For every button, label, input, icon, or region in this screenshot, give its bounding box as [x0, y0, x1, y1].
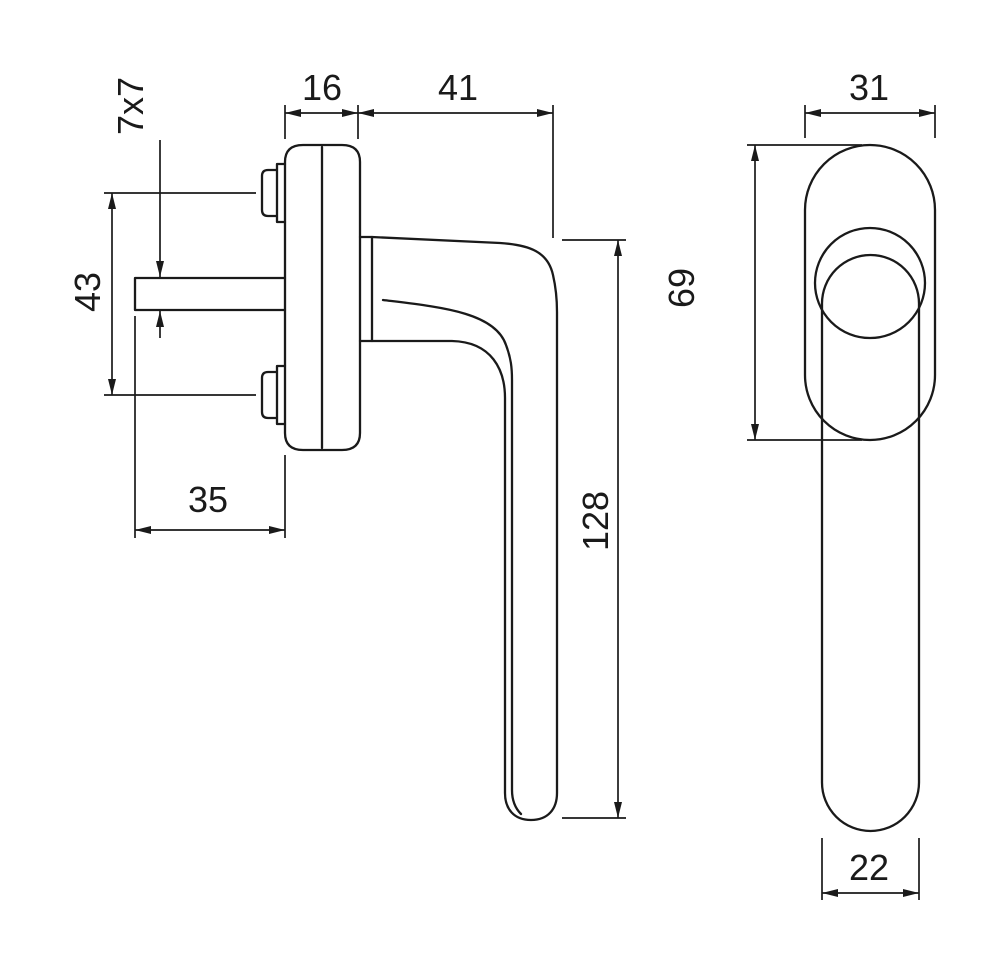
dimension-rosette-width: 31 — [804, 67, 936, 138]
front-view: 31 69 22 — [661, 67, 937, 900]
dimension-grip-width: 22 — [821, 838, 920, 900]
dimension-screw-spacing: 43 — [67, 192, 256, 396]
dim-spindle-length-label: 35 — [188, 479, 228, 520]
dim-neck-length-label: 41 — [438, 67, 478, 108]
dimension-spindle-section: 7x7 — [110, 77, 164, 338]
dimension-spindle-length: 35 — [134, 316, 286, 538]
screw-top — [260, 162, 287, 224]
handle-grip-front — [820, 253, 921, 833]
handle-collar-circle — [813, 226, 927, 340]
rosette-front — [803, 143, 937, 442]
dim-screw-spacing-label: 43 — [67, 272, 108, 312]
dimension-neck-length: 41 — [358, 67, 554, 238]
dim-plate-thickness-label: 16 — [302, 67, 342, 108]
dimension-plate-thickness: 16 — [284, 67, 359, 139]
handle-inner-contour — [381, 298, 523, 816]
dim-rosette-width-label: 31 — [849, 67, 889, 108]
dimension-handle-length: 128 — [562, 239, 626, 819]
side-view: 16 41 7x7 43 — [67, 67, 626, 822]
rosette-plate-side — [283, 143, 362, 452]
dim-grip-width-label: 22 — [849, 847, 889, 888]
dim-handle-length-label: 128 — [575, 491, 616, 551]
dim-spindle-section-label: 7x7 — [110, 77, 151, 135]
spindle — [133, 276, 287, 312]
dim-rosette-height-label: 69 — [661, 268, 702, 308]
handle-outline — [358, 235, 559, 822]
dimension-rosette-height: 69 — [661, 144, 862, 441]
screw-bottom — [260, 364, 287, 426]
